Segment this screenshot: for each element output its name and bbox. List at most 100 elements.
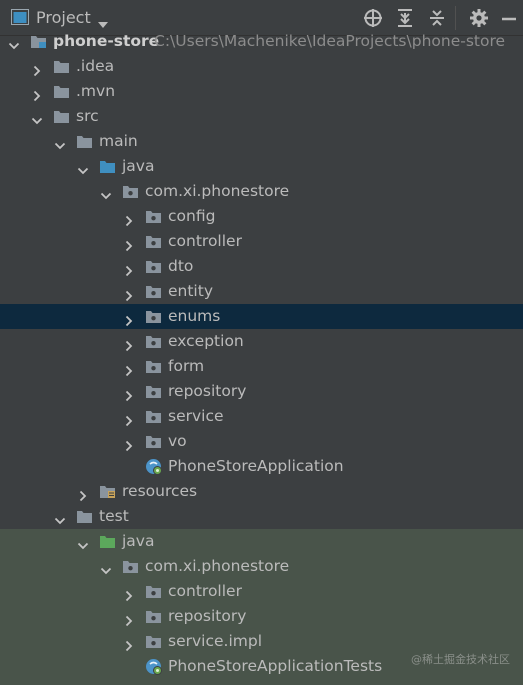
expand-all-icon[interactable] — [394, 8, 416, 28]
toolbar-separator — [455, 6, 456, 30]
tree-item-label: form — [168, 357, 205, 375]
tree-item-controller[interactable]: controller — [0, 229, 523, 254]
chevron-right-icon[interactable] — [123, 385, 135, 402]
chevron-down-icon[interactable] — [54, 510, 66, 525]
tree-item-src[interactable]: src — [0, 104, 523, 129]
hide-icon[interactable] — [498, 8, 520, 28]
tree-item-phonestoreapplication[interactable]: PhoneStoreApplication — [0, 454, 523, 479]
tree-item-label: exception — [168, 332, 244, 350]
chevron-right-icon[interactable] — [123, 260, 135, 277]
chevron-down-icon[interactable] — [97, 14, 109, 33]
tree-item-label: controller — [168, 582, 242, 600]
folder-icon — [76, 133, 93, 150]
tree-item-label: service — [168, 407, 224, 425]
tree-item-label: config — [168, 207, 216, 225]
chevron-down-icon[interactable] — [100, 185, 112, 200]
tree-item-label: com.xi.phonestore — [145, 557, 290, 575]
chevron-right-icon[interactable] — [123, 585, 135, 602]
tree-item-exception[interactable]: exception — [0, 329, 523, 354]
resources-folder-icon — [99, 483, 116, 500]
tree-item-label: com.xi.phonestore — [145, 182, 290, 200]
chevron-down-icon[interactable] — [31, 110, 43, 125]
chevron-down-icon[interactable] — [77, 160, 89, 175]
collapse-all-icon[interactable] — [426, 8, 448, 28]
chevron-down-icon[interactable] — [54, 135, 66, 150]
chevron-right-icon[interactable] — [123, 360, 135, 377]
chevron-down-icon[interactable] — [77, 535, 89, 550]
tree-item-form[interactable]: form — [0, 354, 523, 379]
watermark: @稀土掘金技术社区 — [411, 653, 510, 666]
package-icon — [145, 333, 162, 350]
chevron-right-icon[interactable] — [123, 335, 135, 352]
tree-item-service[interactable]: service — [0, 404, 523, 429]
tree-item-label: test — [99, 507, 129, 525]
chevron-down-icon[interactable] — [100, 560, 112, 575]
package-icon — [145, 208, 162, 225]
chevron-right-icon[interactable] — [123, 310, 135, 327]
chevron-right-icon[interactable] — [123, 235, 135, 252]
tree-item-idea[interactable]: .idea — [0, 54, 523, 79]
tree-item-vo[interactable]: vo — [0, 429, 523, 454]
tree-item-config[interactable]: config — [0, 204, 523, 229]
tree-item-label: src — [76, 107, 99, 125]
chevron-right-icon[interactable] — [123, 610, 135, 627]
tree-item-java[interactable]: java — [0, 154, 523, 179]
tree-item-enums[interactable]: enums — [0, 304, 523, 329]
folder-icon — [76, 508, 93, 525]
tree-item-mvn[interactable]: .mvn — [0, 79, 523, 104]
tree-item-entity[interactable]: entity — [0, 279, 523, 304]
tree-item-service-impl[interactable]: service.impl — [0, 629, 523, 654]
folder-icon — [53, 58, 70, 75]
gear-icon[interactable] — [468, 8, 490, 28]
chevron-right-icon[interactable] — [123, 435, 135, 452]
tree-item-label: java — [122, 157, 155, 175]
tree-item-repository[interactable]: repository — [0, 604, 523, 629]
tree-item-label: .idea — [76, 57, 115, 75]
tree-item-label: controller — [168, 232, 242, 250]
tree-item-test[interactable]: test — [0, 504, 523, 529]
package-icon — [145, 358, 162, 375]
tree-item-dto[interactable]: dto — [0, 254, 523, 279]
package-icon — [145, 408, 162, 425]
tree-item-phonestoreapplicationtests[interactable]: PhoneStoreApplicationTests — [0, 654, 523, 679]
select-opened-file-icon[interactable] — [362, 8, 384, 28]
tree-item-label: repository — [168, 607, 247, 625]
tree-item-com-xi-phonestore[interactable]: com.xi.phonestore — [0, 554, 523, 579]
chevron-right-icon[interactable] — [123, 285, 135, 302]
project-view-icon[interactable] — [11, 9, 29, 29]
spring-boot-class-icon — [145, 458, 162, 475]
tree-item-resources[interactable]: resources — [0, 479, 523, 504]
tree-item-label: service.impl — [168, 632, 262, 650]
tree-item-label: .mvn — [76, 82, 116, 100]
test-sources-highlight — [0, 529, 523, 685]
chevron-right-icon[interactable] — [123, 635, 135, 652]
tree-item-label: main — [99, 132, 138, 150]
package-icon — [122, 558, 139, 575]
chevron-right-icon[interactable] — [31, 85, 43, 102]
tree-item-label: java — [122, 532, 155, 550]
tool-window-title[interactable]: Project — [36, 8, 91, 27]
tree-item-repository[interactable]: repository — [0, 379, 523, 404]
module-folder-icon — [30, 33, 47, 50]
tree-item-java[interactable]: java — [0, 529, 523, 554]
folder-icon — [53, 83, 70, 100]
package-icon — [145, 283, 162, 300]
tree-item-label: enums — [168, 307, 221, 325]
package-icon — [122, 183, 139, 200]
package-icon — [145, 308, 162, 325]
chevron-right-icon[interactable] — [31, 60, 43, 77]
spring-test-class-icon — [145, 658, 162, 675]
chevron-right-icon[interactable] — [123, 210, 135, 227]
package-icon — [145, 258, 162, 275]
chevron-right-icon[interactable] — [77, 485, 89, 502]
tree-item-main[interactable]: main — [0, 129, 523, 154]
tree-item-controller[interactable]: controller — [0, 579, 523, 604]
chevron-down-icon[interactable] — [8, 35, 20, 50]
package-icon — [145, 583, 162, 600]
tree-item-com-xi-phonestore[interactable]: com.xi.phonestore — [0, 179, 523, 204]
chevron-right-icon[interactable] — [123, 410, 135, 427]
project-tool-window-header: Project — [0, 0, 523, 36]
tree-item-label: PhoneStoreApplicationTests — [168, 657, 383, 675]
